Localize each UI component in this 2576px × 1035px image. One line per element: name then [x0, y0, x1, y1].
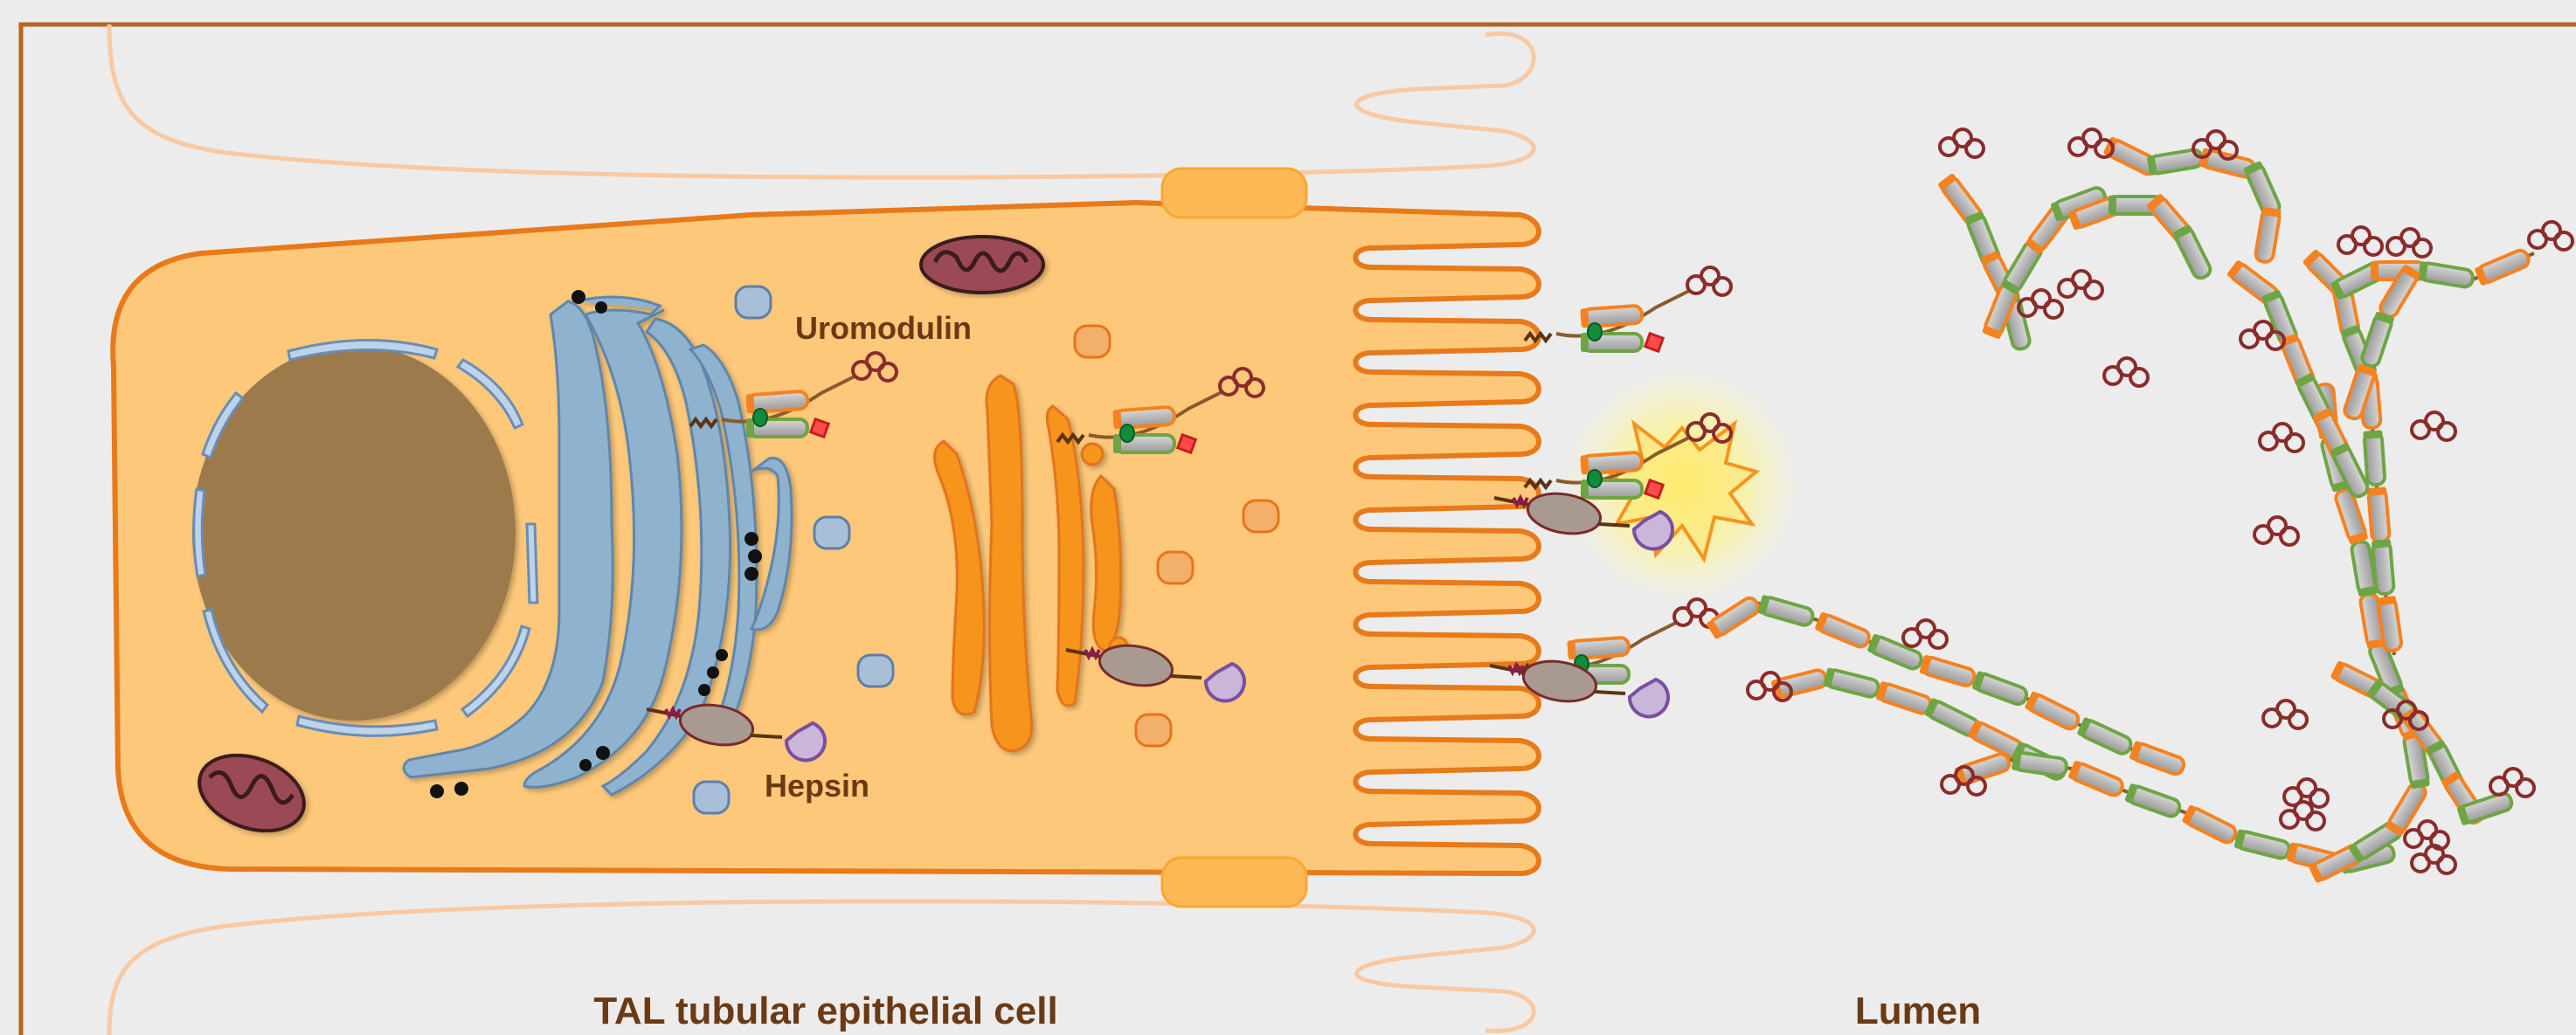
filament-domain [1823, 667, 1880, 699]
filament-domain [2124, 783, 2182, 819]
tight-junction-bottom [1162, 858, 1306, 907]
cell-label: TAL tubular epithelial cell [593, 990, 1057, 1032]
filament-domain [2233, 829, 2290, 860]
filament-domain [2367, 486, 2391, 542]
filament-domain [2418, 261, 2475, 289]
glycan-icon [2059, 271, 2102, 299]
filament-domain [1919, 654, 1977, 688]
glycan-icon [2412, 412, 2455, 440]
filament-domain [2254, 207, 2282, 264]
mitochondrion [921, 237, 1043, 293]
filament-domain [2076, 716, 2133, 756]
filament-domain [2012, 751, 2067, 778]
uromodulin-domain [1580, 452, 1642, 475]
uromodulin-filaments [1706, 129, 2573, 884]
uromodulin-domain [745, 390, 807, 414]
lumen-label: Lumen [1855, 990, 1981, 1032]
glycan-icon [2405, 821, 2448, 849]
hepsin-label: Hepsin [765, 768, 869, 804]
filament [2067, 193, 2213, 281]
glycan-icon [2019, 290, 2062, 318]
glycan-icon [1940, 129, 1984, 157]
filament-domain [2172, 224, 2213, 280]
filament-domain [2067, 760, 2125, 798]
glycan-icon [2338, 227, 2382, 255]
filament-domain [2181, 804, 2238, 845]
filament-domain [1757, 595, 1815, 628]
glycan-icon [2529, 222, 2573, 250]
uromodulin-domain [1112, 406, 1174, 430]
filament-domain [1875, 680, 1933, 715]
tight-junction-top [1162, 169, 1306, 217]
uromodulin-label: Uromodulin [795, 310, 972, 346]
filament-domain [1706, 595, 1762, 640]
filament-domain [2024, 691, 2081, 732]
filament-domain [1971, 671, 2029, 707]
glycan-icon [2387, 229, 2431, 257]
glycan-icon [1687, 267, 1731, 295]
glycan-icon [2490, 769, 2534, 797]
glycan-icon [2260, 424, 2303, 452]
uromodulin-domain [1567, 637, 1629, 660]
glycan-icon [2412, 845, 2455, 873]
filament-domain [2385, 781, 2429, 837]
filament-domain [2474, 247, 2531, 286]
filament-domain [2363, 430, 2386, 485]
uromodulin-domain [1580, 305, 1642, 328]
neighbor-cell-top [109, 24, 1534, 177]
filament-domain [1866, 633, 1924, 672]
glycan-icon [2104, 358, 2148, 386]
glycan-icon [1903, 620, 1947, 648]
glycan-icon [2254, 517, 2298, 545]
filament-domain [2129, 741, 2186, 777]
uromodulin-monomer [1525, 267, 1731, 352]
filament-domain [2372, 539, 2395, 595]
glycan-icon [2263, 700, 2307, 728]
filament-domain [1814, 611, 1872, 650]
